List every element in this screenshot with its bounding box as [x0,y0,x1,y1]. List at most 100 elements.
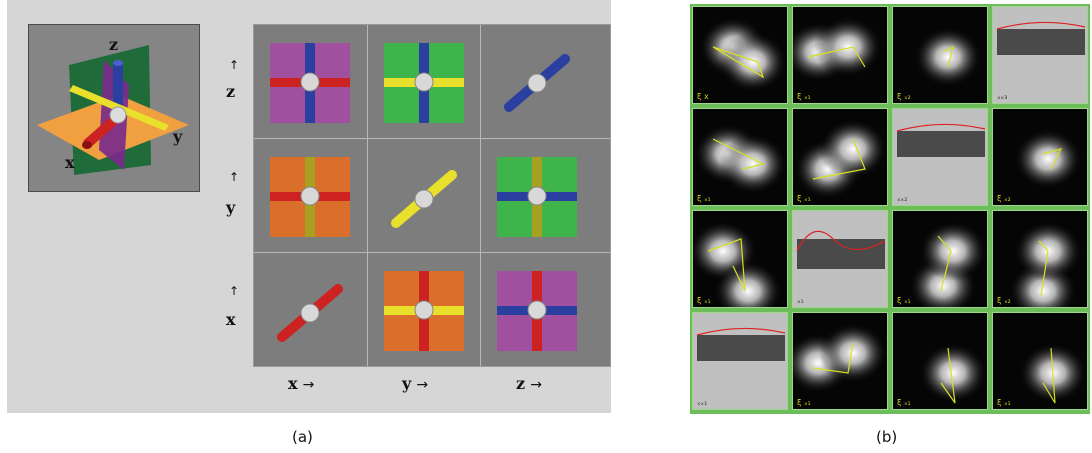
profile-curve [796,230,886,252]
cell-z-y [384,43,464,123]
tile-plot [793,323,887,393]
tile-blob: ξ ₓ₁ [792,312,888,410]
cell-x-y [384,271,464,351]
trajectory-line [812,342,854,374]
tile-blob: ξ ₓ₂ [892,6,988,104]
tile-profile: ₓₓ₃ [992,6,1088,104]
cell-z-x [270,43,350,123]
tile-blob: ξ ₓ₂ [992,210,1088,308]
tile-label: ξ ₓ₂ [897,92,911,101]
origin-sphere [109,106,127,124]
trajectory-line [712,138,765,170]
tile-blob: ξ ₓ₁ [792,108,888,206]
tile-profile: ₓₓ₁ [692,312,788,410]
profile-band [797,239,885,269]
trajectory-line [707,238,746,292]
z-axis-rod [113,63,123,115]
density-blob [1014,129,1082,189]
tile-plot [693,221,782,307]
tile-blob: ξ ₓ₁ [692,108,788,206]
caption-a: (a) [292,428,313,446]
trajectory-line [712,46,765,79]
tile-plot [919,343,987,404]
tile-label: ξ ₓ₁ [897,398,911,407]
caption-b: (b) [876,428,898,446]
tile-plot [796,230,886,269]
tile-label: ξ ₓ₁ [797,398,811,407]
profile-band [697,335,785,361]
panel-b: ξ x ξ ₓ₁ ξ ₓ₂ ₓₓ₃ ξ ₓ₁ ξ ₓ₁ ₓₓ₂ ξ ₓ₂ ξ ₓ₁ ₓ₁ ξ ₓ₁ ξ… [690,4,1090,414]
tile-plot [1009,221,1082,307]
trajectory-line [937,235,952,292]
profile-band [997,29,1085,55]
tile-label: ξ ₓ₁ [997,398,1011,407]
cell-y-x [270,157,350,237]
tile-label: ξ ₓ₂ [997,296,1011,305]
cell-y-y [391,170,457,228]
cell-x-x [277,284,343,342]
tile-blob: ξ ₓ₁ [692,210,788,308]
tile-label: ξ ₓ₁ [797,92,811,101]
row-arrow-x: ↑ [229,284,240,298]
tile-profile-top: ₓ₁ [792,210,888,308]
row-label-y: y [226,198,236,217]
tile-blob: ξ ₓ₁ [892,210,988,308]
density-blob [719,134,787,194]
density-blob [914,27,982,87]
axes-3d-figure [37,45,189,175]
tile-plot [914,27,982,87]
trajectory-line [1042,347,1056,404]
inset-y-label: y [173,127,183,146]
tile-label: ₓₓ₃ [997,92,1008,101]
cell-z-z [504,54,570,112]
axes-inset: z y x [28,24,200,192]
col-label-y: y → [402,374,429,393]
inset-z-label: z [109,35,119,54]
trajectory-line [812,138,866,180]
row-arrow-z: ↑ [229,58,240,72]
tile-blob: ξ ₓ₁ [892,312,988,410]
tile-plot [696,327,786,361]
tile-label: ξ ₓ₁ [797,194,811,203]
trajectory-line [942,45,954,68]
tile-plot [1014,129,1082,189]
tile-label: ξ ₓ₁ [697,296,711,305]
tile-blob: ξ ₓ₂ [992,108,1088,206]
tile-blob: ξ x [692,6,788,104]
density-blob [719,32,787,92]
density-blob [819,119,887,179]
tile-label: ξ ₓ₁ [697,194,711,203]
tile-label: ξ ₓ₂ [997,194,1011,203]
tile-label: ₓₓ₂ [897,194,908,203]
density-blob [819,323,887,383]
trajectory-line [807,46,866,68]
trajectory-line [1038,240,1049,297]
tile-blob: ξ ₓ₁ [992,312,1088,410]
tile-label: ξ x [697,92,709,101]
density-blob [714,261,782,307]
trajectory-line [1042,148,1063,170]
tile-plot [996,21,1086,55]
profile-curve [896,123,986,132]
tile-plot [694,124,787,194]
tile-plot [896,123,986,157]
cell-y-z [497,157,577,237]
profile-band [897,131,985,157]
tile-plot [793,17,882,82]
tile-plot [909,221,987,307]
trajectory-line [940,347,956,404]
row-arrow-y: ↑ [229,170,240,184]
tile-label: ₓₓ₁ [697,398,708,407]
tile-profile: ₓₓ₂ [892,108,988,206]
tile-label: ξ ₓ₁ [897,296,911,305]
col-label-x: x → [288,374,315,393]
tile-blob: ξ ₓ₁ [792,6,888,104]
density-blob [919,221,987,281]
inset-x-label: x [65,153,75,172]
density-blob [919,343,987,403]
tile-plot [699,17,787,92]
density-blob [814,17,882,77]
projection-grid [253,24,611,367]
col-label-z: z → [516,374,542,393]
tile-plot [794,119,887,199]
